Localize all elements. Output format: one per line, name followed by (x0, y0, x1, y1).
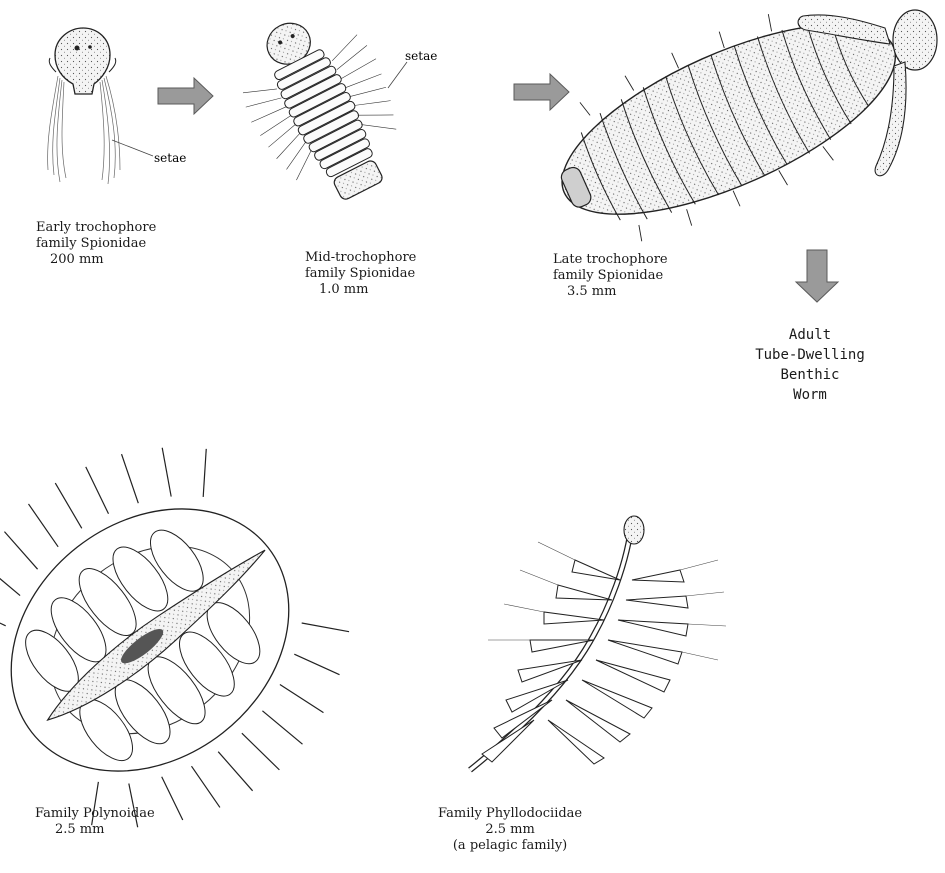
setae-label-early: setae (154, 151, 186, 165)
polynoidae-drawing (0, 397, 390, 873)
arrow-right-2 (514, 74, 569, 110)
arrow-right-1 (158, 78, 213, 114)
early-trochophore-drawing (48, 28, 153, 184)
mid-trochophore-drawing (218, 0, 427, 222)
setae-label-mid: setae (405, 49, 437, 63)
caption-mid-trochophore: Mid-trochophore family Spionidae 1.0 mm (305, 250, 416, 298)
late-trochophore-drawing (530, 0, 937, 269)
caption-late-trochophore: Late trochophore family Spionidae 3.5 mm (553, 252, 668, 300)
caption-phyllodociidae: Family Phyllodociidae 2.5 mm (a pelagic … (438, 806, 582, 854)
arrow-down (796, 250, 838, 302)
phyllodociidae-drawing (470, 516, 726, 770)
caption-adult-worm: Adult Tube-Dwelling Benthic Worm (720, 325, 900, 405)
caption-early-trochophore: Early trochophore family Spionidae 200 m… (36, 220, 156, 268)
caption-polynoidae: Family Polynoidae 2.5 mm (35, 806, 155, 838)
